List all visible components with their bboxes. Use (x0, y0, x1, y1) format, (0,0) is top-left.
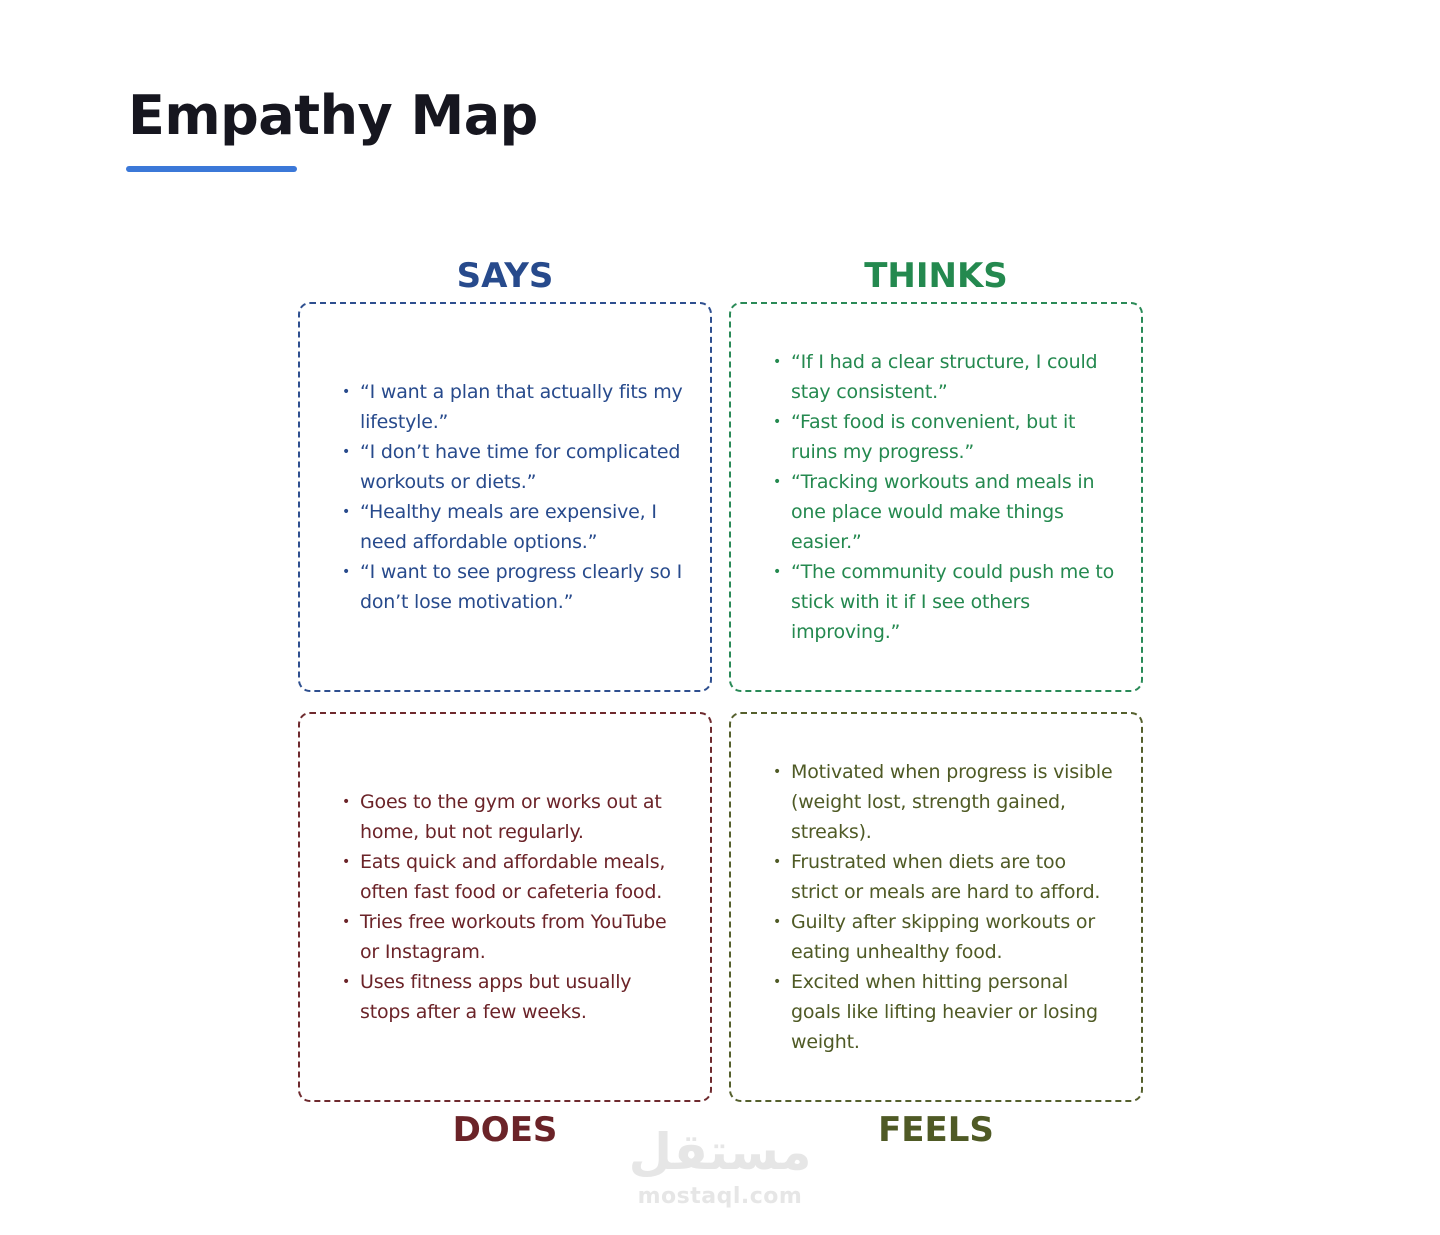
says-label: SAYS (456, 256, 554, 296)
feels-label: FEELS (878, 1110, 994, 1150)
says-list: “I want a plan that actually fits my lif… (300, 377, 710, 617)
feels-box: Motivated when progress is visible (weig… (729, 712, 1143, 1102)
watermark: مستقل mostaql.com (600, 1120, 840, 1210)
feels-item: Frustrated when diets are too strict or … (773, 847, 1115, 907)
says-box: “I want a plan that actually fits my lif… (298, 302, 712, 692)
does-label: DOES (452, 1110, 558, 1150)
page-title: Empathy Map (128, 84, 538, 147)
does-item: Uses fitness apps but usually stops afte… (342, 967, 684, 1027)
does-box: Goes to the gym or works out at home, bu… (298, 712, 712, 1102)
thinks-item: “Fast food is convenient, but it ruins m… (773, 407, 1115, 467)
feels-item: Excited when hitting personal goals like… (773, 967, 1115, 1057)
title-underline (126, 166, 297, 172)
says-item: “Healthy meals are expensive, I need aff… (342, 497, 684, 557)
does-item: Tries free workouts from YouTube or Inst… (342, 907, 684, 967)
does-list: Goes to the gym or works out at home, bu… (300, 787, 710, 1027)
watermark-logo: مستقل (628, 1123, 812, 1181)
says-item: “I want a plan that actually fits my lif… (342, 377, 684, 437)
thinks-item: “The community could push me to stick wi… (773, 557, 1115, 647)
says-item: “I don’t have time for complicated worko… (342, 437, 684, 497)
feels-list: Motivated when progress is visible (weig… (731, 757, 1141, 1057)
does-item: Goes to the gym or works out at home, bu… (342, 787, 684, 847)
says-item: “I want to see progress clearly so I don… (342, 557, 684, 617)
thinks-item: “Tracking workouts and meals in one plac… (773, 467, 1115, 557)
does-item: Eats quick and affordable meals, often f… (342, 847, 684, 907)
watermark-domain: mostaql.com (637, 1184, 803, 1209)
thinks-label: THINKS (864, 256, 1008, 296)
thinks-item: “If I had a clear structure, I could sta… (773, 347, 1115, 407)
thinks-list: “If I had a clear structure, I could sta… (731, 347, 1141, 647)
feels-item: Guilty after skipping workouts or eating… (773, 907, 1115, 967)
feels-item: Motivated when progress is visible (weig… (773, 757, 1115, 847)
thinks-box: “If I had a clear structure, I could sta… (729, 302, 1143, 692)
